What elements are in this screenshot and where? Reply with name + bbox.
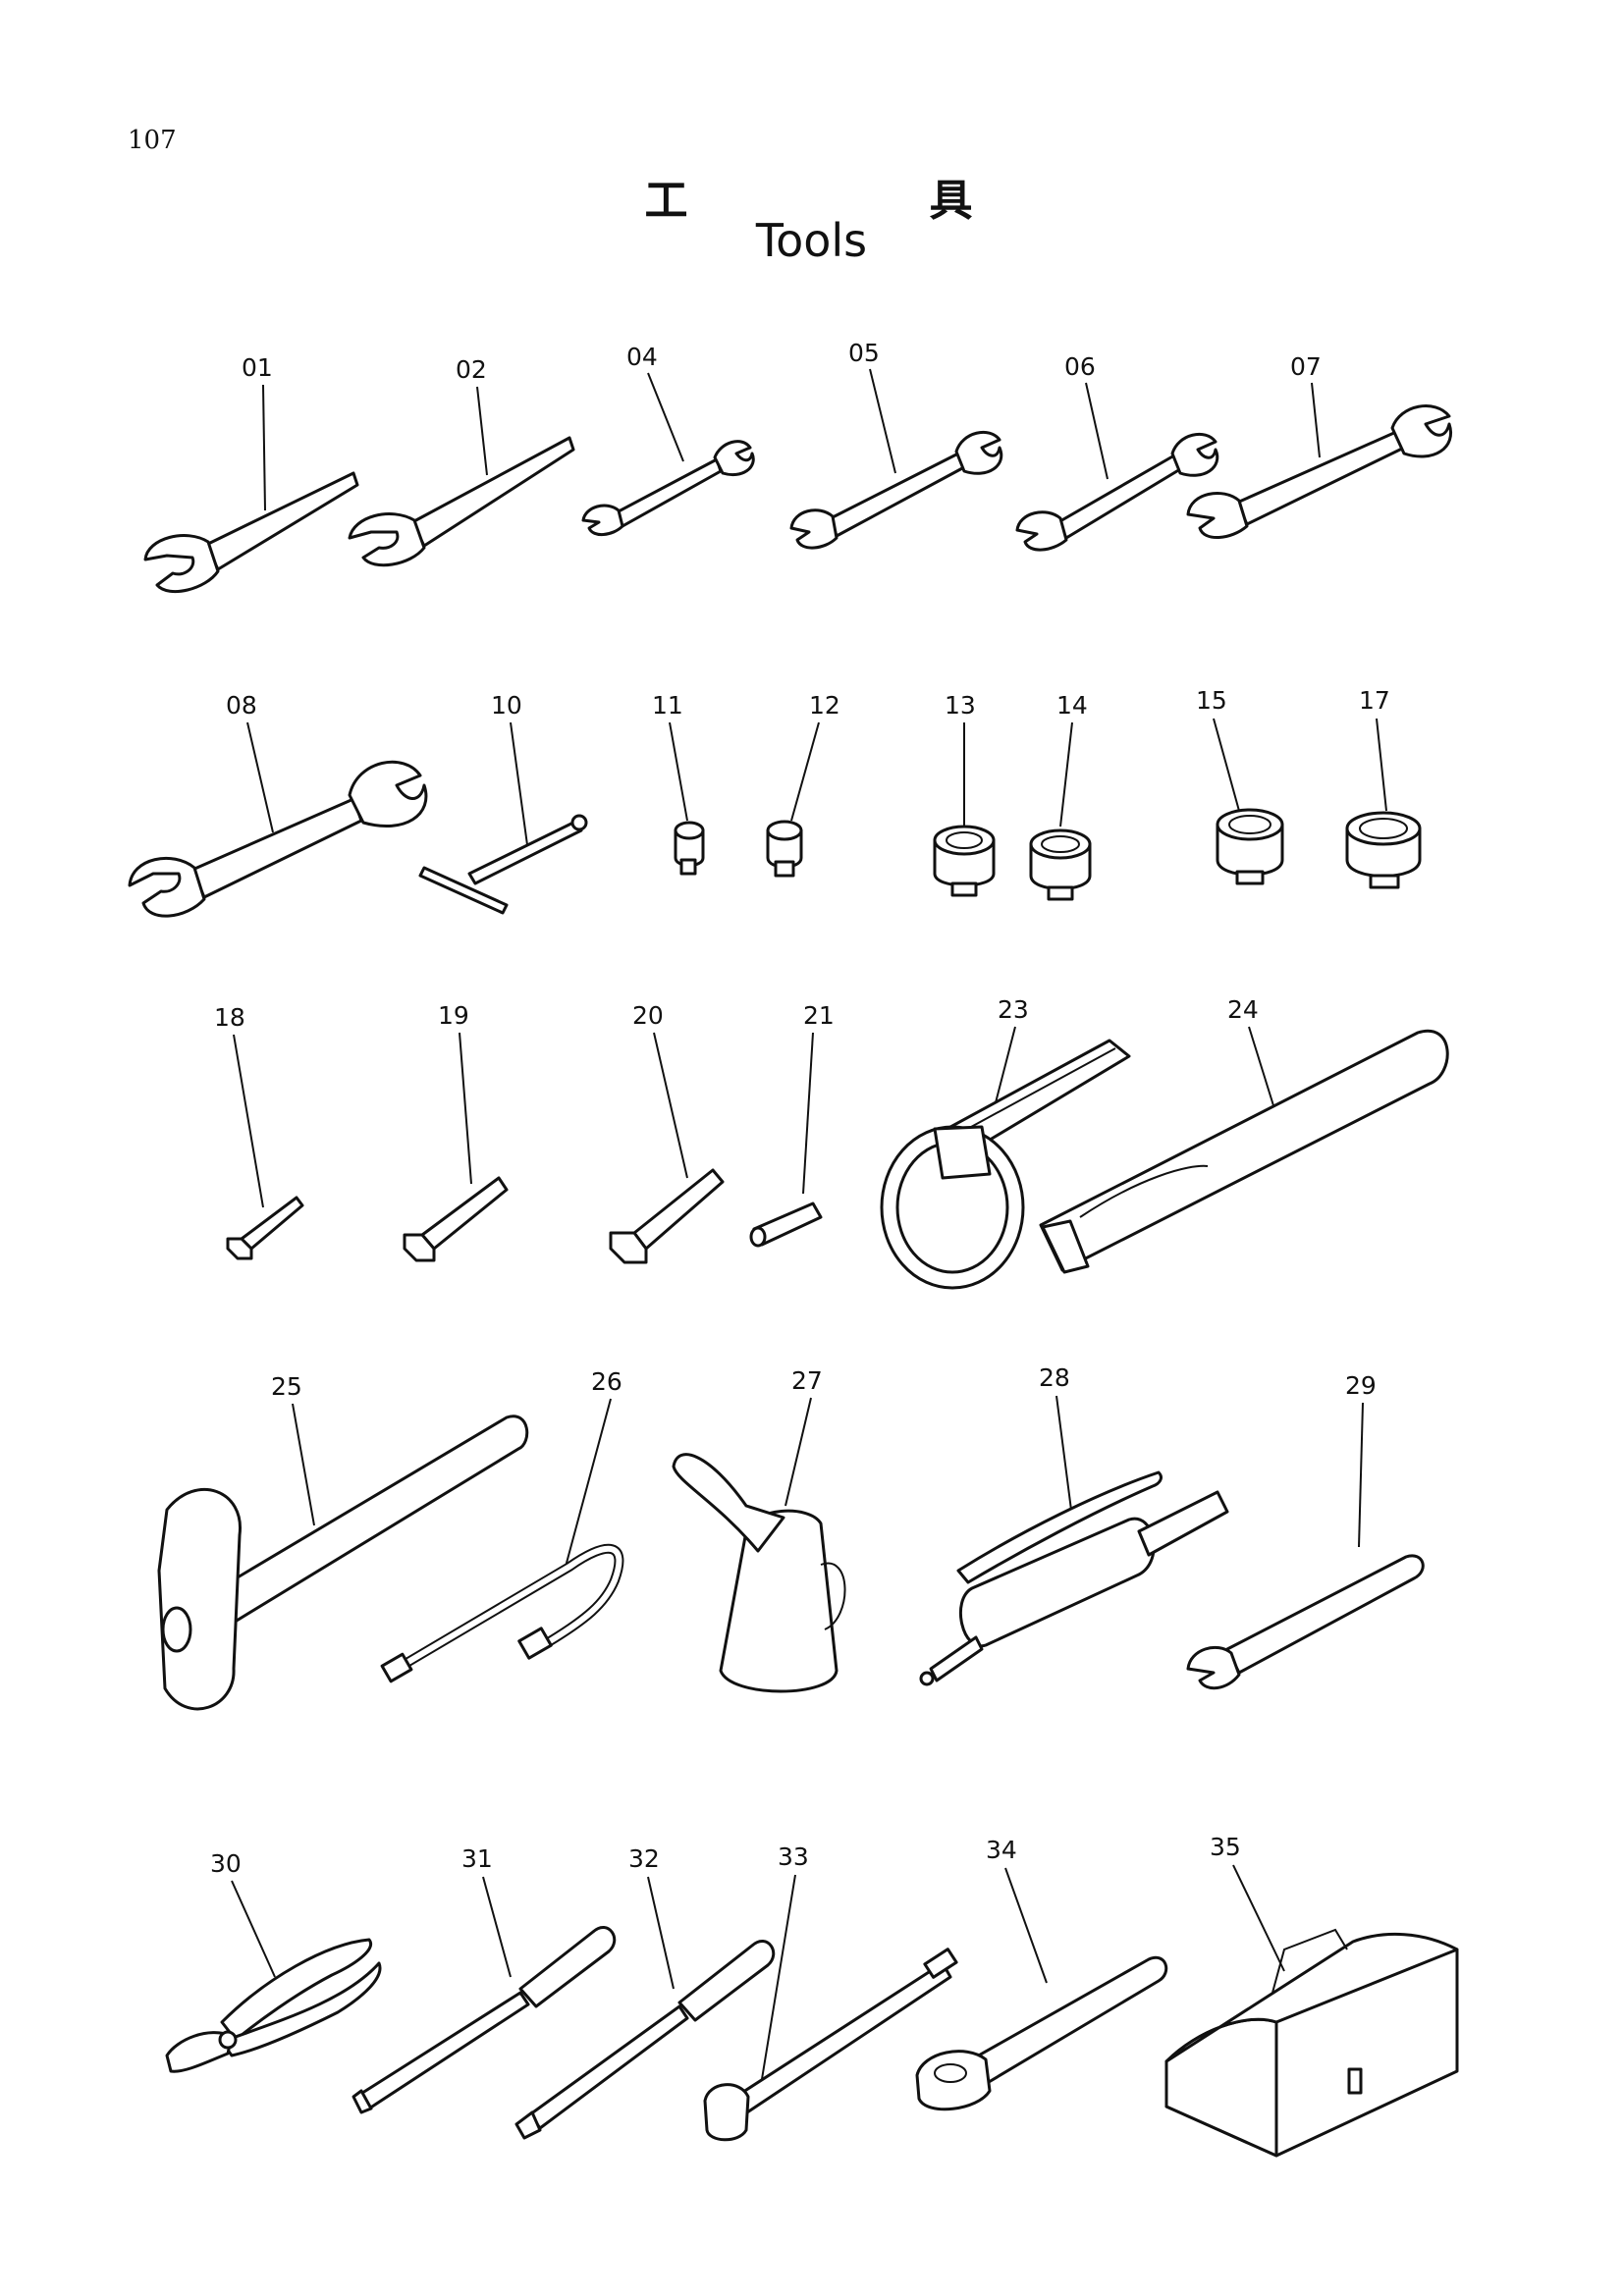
part-label-33: 33 [778, 1842, 809, 1871]
part-label-17: 17 [1359, 686, 1390, 715]
part-label-30: 30 [210, 1849, 242, 1878]
item-11-socket: 11 [652, 691, 705, 876]
item-04-double-open-wrench: 04 [581, 343, 755, 536]
item-10-t-handle-wrench: 10 [418, 691, 588, 915]
part-label-05: 05 [848, 339, 880, 367]
part-label-11: 11 [652, 691, 683, 720]
item-01-single-open-wrench: 01 [143, 353, 359, 594]
part-label-04: 04 [626, 343, 658, 371]
item-27-oil-can-jug: 27 [672, 1366, 846, 1693]
part-label-23: 23 [998, 995, 1029, 1024]
item-35-tool-box: 35 [1164, 1833, 1459, 2158]
item-20-hex-key: 20 [609, 1001, 725, 1264]
item-15-socket: 15 [1196, 686, 1284, 885]
item-29-adjustable-wrench: 29 [1186, 1371, 1425, 1690]
part-label-12: 12 [809, 691, 840, 720]
part-label-28: 28 [1039, 1363, 1070, 1392]
item-14-socket: 14 [1029, 691, 1092, 901]
item-25-ball-peen-hammer: 25 [157, 1372, 529, 1711]
part-label-13: 13 [945, 691, 976, 720]
title-jp-char-2: 具 [929, 176, 979, 226]
title-jp-char-1: 工 [644, 176, 694, 226]
part-label-07: 07 [1290, 352, 1322, 381]
item-06-double-open-wrench: 06 [1015, 352, 1219, 552]
part-label-18: 18 [214, 1003, 245, 1032]
part-label-32: 32 [628, 1844, 660, 1873]
part-label-26: 26 [591, 1367, 622, 1396]
item-08-double-open-wrench-large: 08 [128, 691, 428, 918]
part-label-25: 25 [271, 1372, 302, 1401]
title-japanese: 工具 [0, 165, 1623, 228]
item-28-grease-gun: 28 [919, 1363, 1229, 1686]
part-label-06: 06 [1064, 352, 1096, 381]
item-34-ratchet-handle: 34 [915, 1836, 1168, 2111]
part-label-31: 31 [461, 1844, 493, 1873]
part-label-27: 27 [791, 1366, 823, 1395]
item-13-socket: 13 [933, 691, 996, 897]
item-12-socket: 12 [766, 691, 840, 878]
item-31-screwdriver-flat: 31 [352, 1844, 617, 2114]
part-label-14: 14 [1056, 691, 1088, 720]
page-number: 107 [128, 126, 177, 155]
item-17-socket: 17 [1345, 686, 1422, 889]
part-label-29: 29 [1345, 1371, 1377, 1400]
part-label-24: 24 [1227, 995, 1259, 1024]
part-label-20: 20 [632, 1001, 664, 1030]
item-05-double-open-wrench: 05 [789, 339, 1003, 550]
part-label-19: 19 [438, 1001, 469, 1030]
item-07-double-open-wrench: 07 [1186, 352, 1452, 539]
part-label-01: 01 [242, 353, 273, 382]
page-title: Tools [755, 214, 868, 267]
item-26-flexible-hose: 26 [380, 1367, 624, 1683]
item-02-single-open-wrench: 02 [348, 355, 575, 567]
part-label-15: 15 [1196, 686, 1227, 715]
part-label-10: 10 [491, 691, 522, 720]
item-30-pliers: 30 [165, 1849, 382, 2073]
part-label-35: 35 [1210, 1833, 1241, 1861]
part-label-34: 34 [986, 1836, 1017, 1864]
item-23-filter-wrench: 23 [880, 995, 1131, 1290]
item-19-hex-key: 19 [403, 1001, 509, 1262]
item-21-pin: 21 [749, 1001, 835, 1248]
item-18-hex-key: 18 [214, 1003, 304, 1260]
part-label-02: 02 [456, 355, 487, 384]
item-33-extension-bar: 33 [703, 1842, 958, 2142]
part-label-21: 21 [803, 1001, 835, 1030]
item-24-handle-bar: 24 [1039, 995, 1449, 1274]
item-32-screwdriver-phillips: 32 [514, 1844, 776, 2140]
part-label-08: 08 [226, 691, 257, 720]
